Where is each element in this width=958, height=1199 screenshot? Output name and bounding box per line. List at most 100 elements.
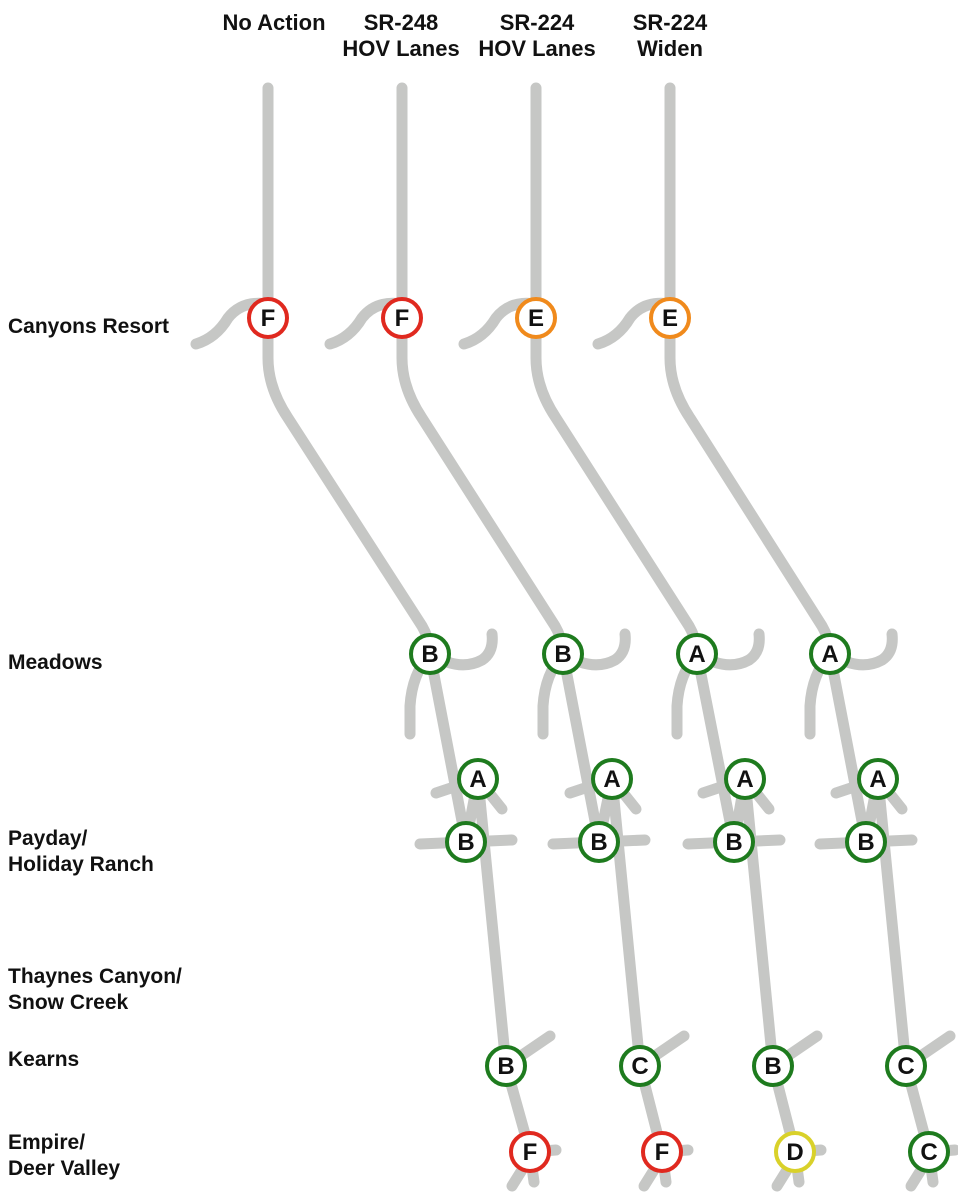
grade-ring: [515, 297, 557, 339]
grade-letter: B: [554, 641, 571, 668]
grade-letter: C: [631, 1053, 648, 1080]
highway-road: [530, 82, 805, 1188]
alt-header-sr248-hov: SR-248 HOV Lanes: [336, 10, 466, 62]
grade-letter: B: [764, 1053, 781, 1080]
alt-header-line2: HOV Lanes: [478, 36, 596, 61]
row-label-line1: Meadows: [8, 651, 103, 674]
row-label-line1: Kearns: [8, 1048, 80, 1071]
grade-badge-payday-alt3: B: [713, 821, 755, 863]
empire-side-road: [771, 1164, 793, 1192]
grade-letter: C: [920, 1139, 937, 1166]
alt-header-line1: SR-224: [499, 10, 575, 35]
grade-badge-thaynes-alt2: A: [591, 758, 633, 800]
grade-ring: [445, 821, 487, 863]
grade-ring: [885, 1045, 927, 1087]
grade-letter: E: [528, 305, 544, 332]
grade-ring: [845, 821, 887, 863]
alt-header-line2: No Action: [222, 10, 326, 35]
grade-ring: [578, 821, 620, 863]
grade-badge-kearns-alt2: C: [619, 1045, 661, 1087]
grade-ring: [908, 1131, 950, 1173]
row-label-meadows: Meadows: [8, 650, 103, 676]
row-label-line1: Empire/: [8, 1131, 86, 1154]
grade-badge-kearns-alt3: B: [752, 1045, 794, 1087]
highway-road: [396, 82, 672, 1188]
alt-header-sr224-widen: SR-224 Widen: [610, 10, 730, 62]
alt-header-line2: HOV Lanes: [342, 36, 460, 61]
grade-badge-canyons-resort-alt4: E: [649, 297, 691, 339]
grade-ring: [713, 821, 755, 863]
grade-ring: [509, 1131, 551, 1173]
grade-ring: [774, 1131, 816, 1173]
grade-letter: B: [421, 641, 438, 668]
grade-badge-payday-alt2: B: [578, 821, 620, 863]
grade-ring: [409, 633, 451, 675]
grade-ring: [457, 758, 499, 800]
grade-badge-canyons-resort-alt1: F: [247, 297, 289, 339]
grade-badge-empire-alt4: C: [908, 1131, 950, 1173]
grade-letter: A: [469, 766, 486, 793]
grade-ring: [542, 633, 584, 675]
row-label-line1: Canyons Resort: [8, 315, 170, 338]
grade-letter: F: [655, 1139, 670, 1166]
alt-header-no-action: No Action: [210, 10, 338, 36]
grade-ring: [591, 758, 633, 800]
grade-letter: D: [786, 1139, 803, 1166]
grade-letter: B: [457, 829, 474, 856]
row-label-thaynes: Thaynes Canyon/ Snow Creek: [8, 964, 182, 1016]
alt-header-sr224-hov: SR-224 HOV Lanes: [472, 10, 602, 62]
grade-letter: E: [662, 305, 678, 332]
row-label-empire: Empire/ Deer Valley: [8, 1130, 120, 1182]
grade-ring: [485, 1045, 527, 1087]
grade-ring: [641, 1131, 683, 1173]
grade-badge-thaynes-alt1: A: [457, 758, 499, 800]
grade-badge-canyons-resort-alt2: F: [381, 297, 423, 339]
grade-badge-payday-alt1: B: [445, 821, 487, 863]
grade-badge-payday-alt4: B: [845, 821, 887, 863]
grade-letter: B: [725, 829, 742, 856]
row-label-payday: Payday/ Holiday Ranch: [8, 826, 154, 878]
grade-badge-canyons-resort-alt3: E: [515, 297, 557, 339]
row-label-line2: Holiday Ranch: [8, 853, 154, 876]
row-label-line2: Snow Creek: [8, 991, 129, 1014]
row-label-kearns: Kearns: [8, 1047, 79, 1073]
grade-ring: [809, 633, 851, 675]
alt-header-line1: SR-224: [632, 10, 708, 35]
grade-badges: F B B A B F F B B A C F E A B A B D E A B A C C: [247, 297, 950, 1173]
grade-ring: [857, 758, 899, 800]
grade-badge-empire-alt3: D: [774, 1131, 816, 1173]
grade-letter: B: [590, 829, 607, 856]
grade-badge-meadows-alt4: A: [809, 633, 851, 675]
grade-ring: [724, 758, 766, 800]
empire-side-road: [905, 1164, 927, 1192]
grade-badge-meadows-alt3: A: [676, 633, 718, 675]
grade-badge-kearns-alt4: C: [885, 1045, 927, 1087]
grade-badge-meadows-alt2: B: [542, 633, 584, 675]
grade-badge-meadows-alt1: B: [409, 633, 451, 675]
grade-letter: F: [395, 305, 410, 332]
grade-badge-kearns-alt1: B: [485, 1045, 527, 1087]
highway-road: [664, 82, 939, 1188]
row-label-canyons-resort: Canyons Resort: [8, 314, 169, 340]
grade-letter: A: [603, 766, 620, 793]
grade-ring: [676, 633, 718, 675]
grade-letter: F: [261, 305, 276, 332]
grade-letter: A: [821, 641, 838, 668]
row-label-line1: Thaynes Canyon/: [8, 965, 182, 988]
alt-header-line1: SR-248: [363, 10, 439, 35]
empire-side-road: [506, 1164, 528, 1192]
grade-badge-thaynes-alt4: A: [857, 758, 899, 800]
grade-letter: A: [869, 766, 886, 793]
grade-ring: [752, 1045, 794, 1087]
grade-letter: F: [523, 1139, 538, 1166]
row-label-line2: Deer Valley: [8, 1157, 121, 1180]
grade-letter: C: [897, 1053, 914, 1080]
grade-letter: A: [736, 766, 753, 793]
grade-letter: B: [857, 829, 874, 856]
grade-ring: [649, 297, 691, 339]
grade-ring: [247, 297, 289, 339]
grade-letter: B: [497, 1053, 514, 1080]
grade-badge-empire-alt2: F: [641, 1131, 683, 1173]
